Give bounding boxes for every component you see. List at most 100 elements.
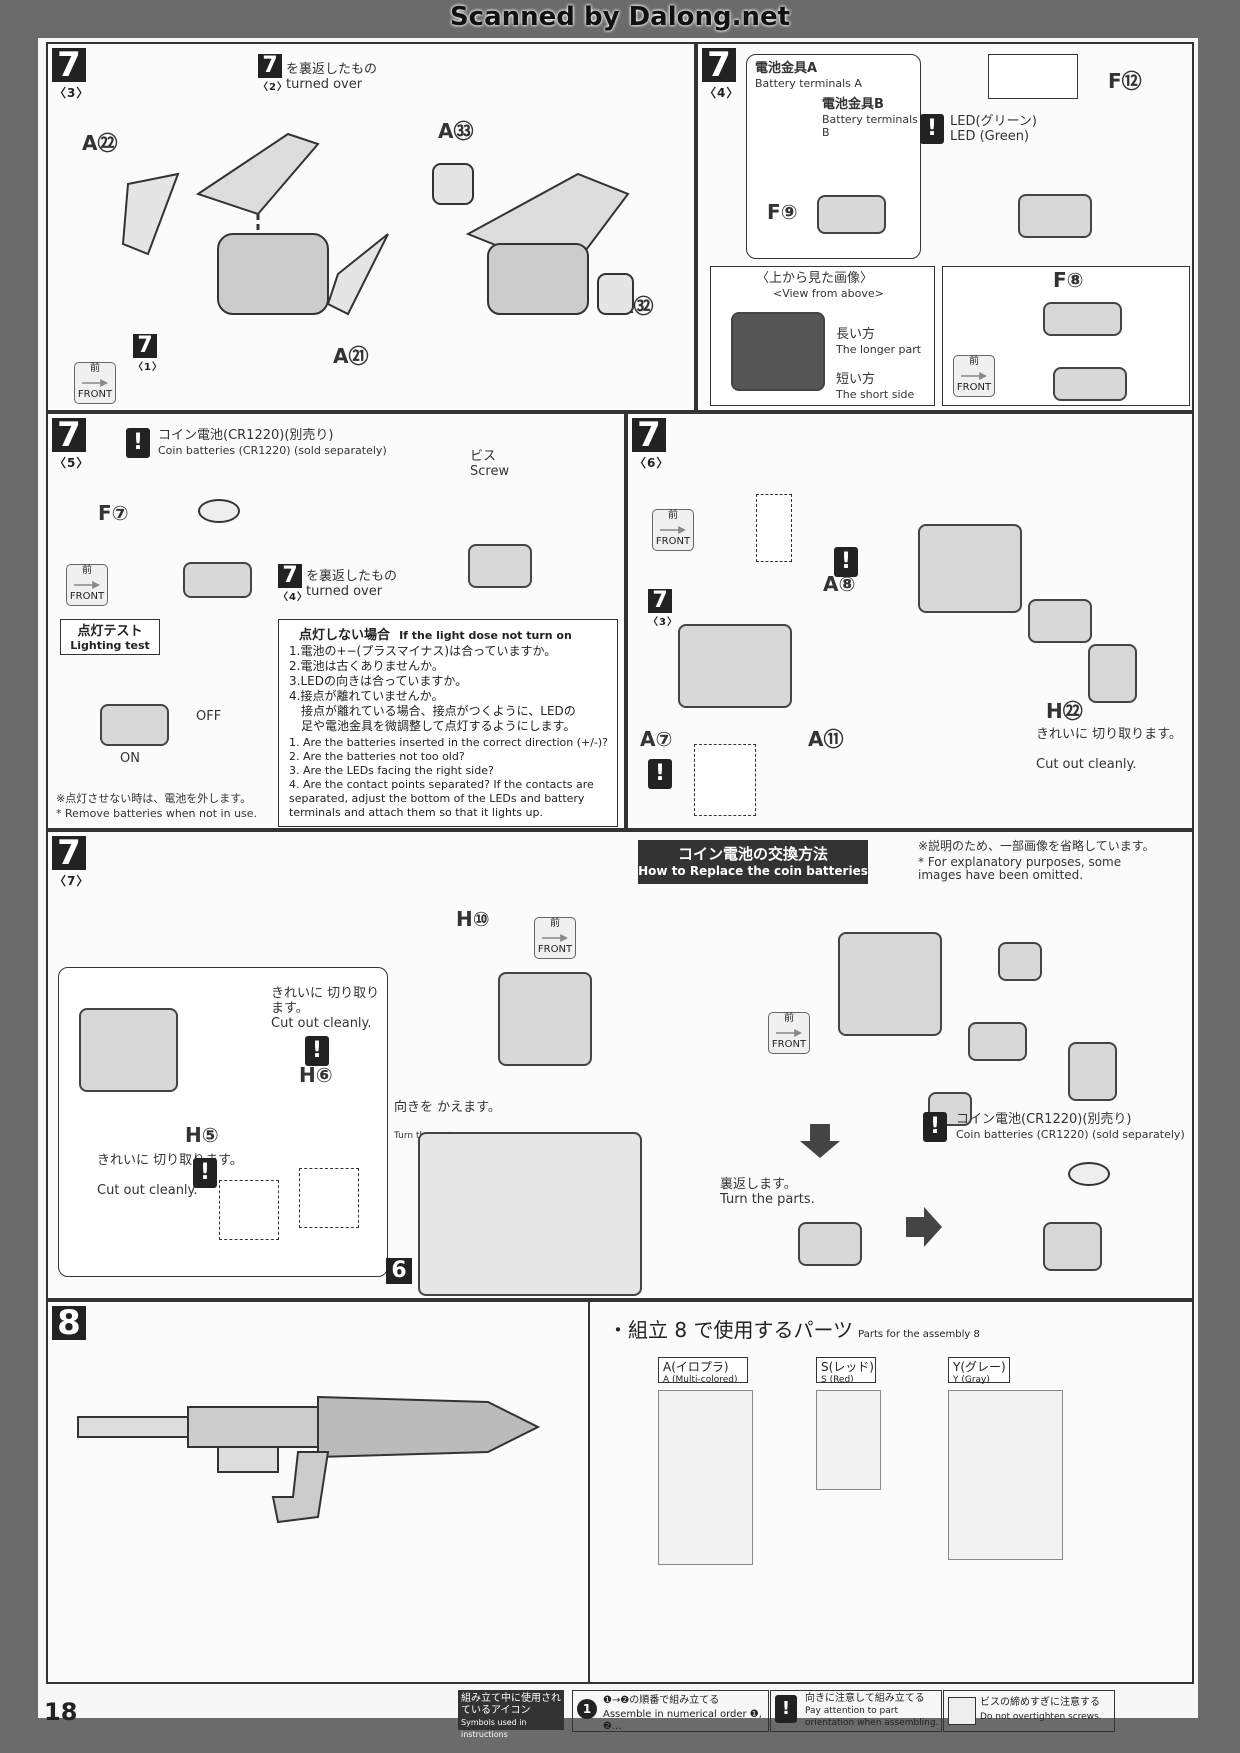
step-number: 7 <box>52 418 86 452</box>
step-number: 7 <box>52 48 86 82</box>
head-removal-part <box>838 932 942 1036</box>
runner-a-label: A(イロプラ) A (Multi-colored) <box>658 1357 748 1385</box>
turned-over-jp: を裏返したもの <box>306 569 398 584</box>
coin-battery-en: Coin batteries (CR1220) (sold separately… <box>158 444 387 457</box>
part-a11: A⑪ <box>808 727 844 751</box>
f8-cover-part <box>1043 302 1122 336</box>
head-result-illustration <box>432 163 634 315</box>
coin-battery-jp: コイン電池(CR1220)(別売り) <box>956 1112 1132 1127</box>
battery-box-open-part <box>1043 1222 1102 1271</box>
switch-battery-box <box>100 704 169 746</box>
part-f9: F⑨ <box>767 200 798 224</box>
cut-cleanly-en: Cut out cleanly. <box>1036 757 1137 772</box>
part-h22: H㉒ <box>1046 699 1083 723</box>
front-arrow-icon <box>776 1029 802 1037</box>
parts-divider <box>588 1302 590 1682</box>
warning-icon-2: ! <box>193 1158 217 1188</box>
coin-battery-icon <box>1068 1162 1110 1186</box>
trouble-jp-2: 2.電池は古くありませんか。 <box>289 659 444 673</box>
warning-icon: ! <box>923 1112 947 1142</box>
front-jp: 前 <box>550 918 560 929</box>
led-detail-box-bottom <box>694 744 756 816</box>
battery-box-screw-part <box>468 544 532 588</box>
front-en: FRONT <box>956 382 992 393</box>
remove-batteries-jp: ※点灯させない時は、電池を外します。 <box>56 792 252 805</box>
switch-on-label: ON <box>120 751 140 766</box>
part-a7: A⑦ <box>640 727 673 751</box>
battery-box-unscrew-part <box>798 1222 862 1266</box>
step6-ref-badge: 6 <box>386 1258 412 1284</box>
ref-step-badge: 7 <box>258 54 282 78</box>
down-arrow-icon <box>800 1124 840 1158</box>
torso-part <box>418 1132 642 1296</box>
warning-icon-2: ! <box>648 759 672 789</box>
front-indicator: 前 FRONT <box>652 509 694 551</box>
part-h5: H⑤ <box>185 1123 219 1147</box>
part-h10: H⑩ <box>456 907 490 931</box>
head-assembled-part <box>918 524 1022 613</box>
part-a33: A㉝ <box>438 119 474 143</box>
turn-part-jp: 向きを かえます。 <box>394 1100 501 1115</box>
runner-a-sprue <box>658 1390 753 1565</box>
front-jp: 前 <box>668 510 678 521</box>
h5-detail-box <box>219 1180 279 1240</box>
front-en: FRONT <box>655 536 691 547</box>
front-arrow-icon <box>961 372 987 380</box>
step-number: 7 <box>52 836 86 870</box>
battery-box-part <box>817 195 886 234</box>
warning-icon: ! <box>775 1695 797 1723</box>
runner-a-jp: A(イロプラ) <box>663 1360 729 1374</box>
step-number: 8 <box>52 1306 86 1340</box>
runner-y-sprue <box>948 1390 1063 1560</box>
runner-s-en: S (Red) <box>821 1375 854 1385</box>
step-8-panel: 8 ・組立 8 で使用するパーツ Parts for the assembly … <box>46 1300 1194 1684</box>
turned-over-en: turned over <box>306 584 383 599</box>
right-arrow-icon <box>906 1207 942 1247</box>
lighting-test-jp: 点灯テスト <box>77 624 143 639</box>
battery-terminals-box: 電池金具A Battery terminals A 電池金具B Battery … <box>746 54 921 259</box>
front-arrow-icon <box>542 934 568 942</box>
step-sub: 〈7〉 <box>54 874 90 888</box>
h22-part <box>1088 644 1137 703</box>
cut-cleanly-en-2: Cut out cleanly. <box>97 1183 198 1198</box>
front-en: FRONT <box>771 1039 807 1050</box>
led-detail-box-top <box>756 494 792 562</box>
ref-step-badge: 7 <box>278 564 302 588</box>
lighting-test-en: Lighting test <box>70 639 150 652</box>
parts-title-jp: ・組立 8 で使用するパーツ <box>608 1318 854 1342</box>
short-side-en: The short side <box>836 388 915 401</box>
h-parts-detail-box: きれいに 切り取ります。 Cut out cleanly. ! H⑥ H⑤ きれ… <box>58 967 388 1277</box>
runner-y-label: Y(グレー) Y (Gray) <box>948 1357 1010 1385</box>
ref-step-sub: 〈4〉 <box>278 592 308 603</box>
led-reference-box <box>988 54 1078 99</box>
legend-orientation: ! 向きに注意して組み立てる Pay attention to part ori… <box>770 1690 942 1732</box>
troubleshoot-title: 点灯しない場合 If the light dose not turn on <box>299 624 572 643</box>
legend-screws: ビスの締めすぎに注意する Do not overtighten screws. <box>943 1690 1115 1732</box>
step-number: 7 <box>632 418 666 452</box>
battery-terminal-b-en: Battery terminals B <box>822 113 918 139</box>
legend-screws-jp: ビスの締めすぎに注意する <box>980 1697 1100 1708</box>
runner-y-jp: Y(グレー) <box>953 1360 1006 1374</box>
scan-watermark: Scanned by Dalong.net <box>449 2 791 32</box>
front-arrow-icon <box>82 379 108 387</box>
ref-step-sub: 〈2〉 <box>258 82 288 93</box>
coin-replace-title-en: How to Replace the coin batteries <box>638 864 868 878</box>
omitted-note-jp: ※説明のため、一部画像を省略しています。 <box>918 839 1155 853</box>
removed-part-1 <box>998 942 1042 981</box>
parts-for-assembly-title: ・組立 8 で使用するパーツ Parts for the assembly 8 <box>608 1314 980 1343</box>
front-arrow-icon <box>74 581 100 589</box>
front-en: FRONT <box>77 389 113 400</box>
legend-orientation-jp: 向きに注意して組み立てる <box>805 1693 925 1704</box>
head-part <box>678 624 792 708</box>
legend-order-jp: ❶→❷の順番で組み立てる <box>603 1695 720 1706</box>
legend-order: 1 ❶→❷の順番で組み立てる Assemble in numerical ord… <box>572 1690 769 1732</box>
part-f12: F⑫ <box>1108 69 1142 93</box>
step-7-4-panel: 7 〈4〉 電池金具A Battery terminals A 電池金具B Ba… <box>696 42 1194 412</box>
cut-cleanly-jp: きれいに 切り取ります。 <box>271 986 380 1016</box>
part-a22: A㉒ <box>82 131 118 155</box>
legend-screws-en: Do not overtighten screws. <box>980 1712 1102 1722</box>
